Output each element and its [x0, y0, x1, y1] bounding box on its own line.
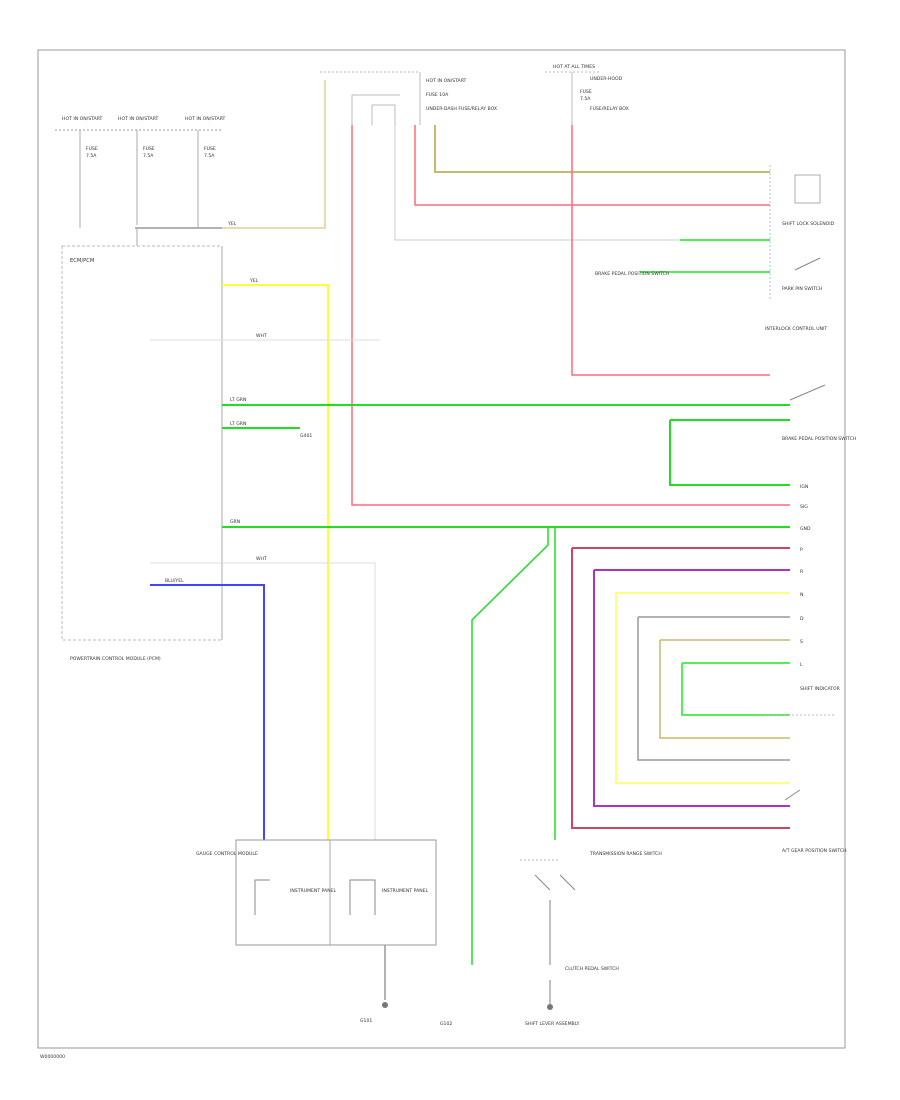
brake-light-label: BRAKE PEDAL POSITION SWITCH	[595, 271, 669, 277]
ecm-note: POWERTRAIN CONTROL MODULE (PCM)	[70, 656, 161, 662]
fuse-3-label: FUSE	[204, 146, 216, 152]
wire-olive-2	[659, 639, 790, 739]
gcm-label: GAUGE CONTROL MODULE	[196, 851, 258, 857]
fuse-top-right-line1: UNDER-HOOD	[590, 76, 623, 82]
wire-red-main	[351, 125, 790, 506]
wire-white-2	[150, 562, 376, 840]
fuse-2-label: FUSE	[143, 146, 155, 152]
fuse-group-left: HOT IN ON/START HOT IN ON/START HOT IN O…	[55, 116, 226, 246]
fuse-top-right-line2: FUSE/RELAY BOX	[590, 106, 629, 112]
gcm-switch-label: INSTRUMENT PANEL	[382, 888, 429, 894]
wire-red-solenoid	[414, 125, 770, 206]
wire-yellow-2	[615, 592, 790, 784]
pin-s: S	[800, 639, 803, 645]
park-pin-label: PARK PIN SWITCH	[782, 286, 822, 292]
diagram-frame	[37, 49, 846, 1049]
ecm-label: ECM/PCM	[70, 258, 94, 264]
brake-pedal-label: BRAKE PEDAL POSITION SWITCH	[782, 436, 856, 442]
gear-position-label: A/T GEAR POSITION SWITCH	[782, 848, 847, 854]
gcm-inner-label: INSTRUMENT PANEL	[290, 888, 337, 894]
fuse-top-center-fuse: FUSE 10A	[426, 92, 449, 98]
wire-green-ground	[471, 527, 549, 965]
wire-label-wht-1: WHT	[256, 333, 267, 339]
wire-purple	[593, 569, 790, 807]
wire-gray-park	[394, 125, 770, 241]
gauge-control-module: GAUGE CONTROL MODULE INSTRUMENT PANEL IN…	[196, 839, 437, 1024]
wire-olive-solenoid	[434, 125, 770, 173]
shift-lock-label: SHIFT LOCK SOLENOID	[782, 221, 835, 227]
wire-blue	[150, 584, 265, 840]
pin-n: N	[800, 592, 803, 598]
pin-l: L	[800, 662, 803, 668]
trans-range-label: TRANSMISSION RANGE SWITCH	[589, 851, 662, 857]
ground-g101: G101	[360, 1018, 372, 1024]
fuse-top-center-label2: UNDER-DASH FUSE/RELAY BOX	[426, 106, 497, 112]
fuse-2-box-label: HOT IN ON/START	[118, 116, 159, 122]
wire-label-blu: BLU/YEL	[165, 578, 184, 584]
interlock-label: INTERLOCK CONTROL UNIT	[765, 326, 827, 332]
fuse-top-center-label1: HOT IN ON/START	[426, 78, 467, 84]
lever-bottom-label: SHIFT LEVER ASSEMBLY	[525, 1021, 580, 1027]
ecm-pcm-box: ECM/PCM POWERTRAIN CONTROL MODULE (PCM)	[61, 245, 223, 662]
right-components: SHIFT LOCK SOLENOID PARK PIN SWITCH BRAK…	[595, 165, 856, 854]
fuse-1-num: 7.5A	[86, 153, 97, 159]
pin-sig: SIG	[800, 504, 808, 510]
wire-gray-2	[637, 616, 790, 761]
pin-gnd: GND	[800, 526, 811, 532]
pin-r: R	[800, 569, 804, 575]
wire-label-olive: YEL	[227, 221, 237, 227]
wire-label-ltgrn-2: LT GRN	[230, 421, 246, 427]
fuse-top-right: HOT AT ALL TIMES FUSE 7.5A UNDER-HOOD FU…	[545, 64, 629, 165]
clutch-label: CLUTCH PEDAL SWITCH	[565, 966, 619, 972]
fuse-top-center: HOT IN ON/START FUSE 10A UNDER-DASH FUSE…	[320, 71, 497, 125]
ground-g401: G401	[300, 433, 312, 439]
fuse-top-right-num: 7.5A	[580, 96, 591, 102]
wire-red-brake	[571, 125, 770, 376]
wire-pink	[571, 547, 790, 829]
fuse-1-label: FUSE	[86, 146, 98, 152]
wire-olive-feed	[222, 80, 326, 229]
ground-g102: G102	[440, 1021, 452, 1027]
fuse-top-right-box: HOT AT ALL TIMES	[553, 64, 595, 70]
fuse-3-box-label: HOT IN ON/START	[185, 116, 226, 122]
wire-green-3	[669, 419, 790, 486]
wire-label-grn: GRN	[230, 519, 240, 525]
pin-p: P	[800, 547, 803, 553]
pin-ign: IGN	[800, 484, 808, 490]
fuse-3-num: 7.5A	[204, 153, 215, 159]
shift-indicator-label: SHIFT INDICATOR	[800, 686, 841, 692]
wire-yellow-main	[222, 284, 329, 840]
pin-d: D	[800, 616, 804, 622]
fuse-1-box-label: HOT IN ON/START	[62, 116, 103, 122]
shift-lever-assembly: TRANSMISSION RANGE SWITCH CLUTCH PEDAL S…	[300, 433, 662, 1027]
fuse-top-right-label: FUSE	[580, 89, 592, 95]
wire-label-yellow: YEL	[249, 278, 259, 284]
wire-green-5	[681, 662, 790, 716]
wire-label-ltgrn-1: LT GRN	[230, 397, 246, 403]
footer-code: W0000000	[40, 1054, 65, 1060]
fuse-2-num: 7.5A	[143, 153, 154, 159]
wire-label-wht-2: WHT	[256, 556, 267, 562]
